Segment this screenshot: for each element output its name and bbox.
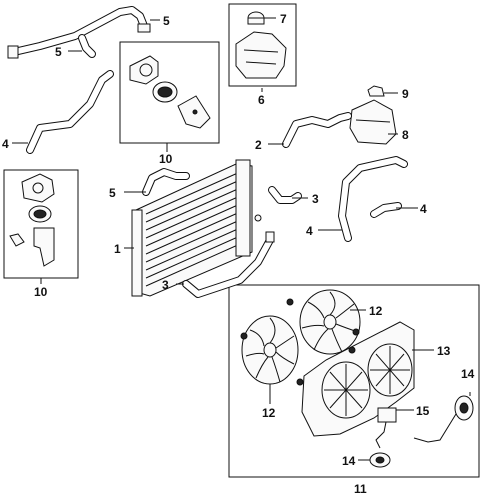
cooling-fan-icon [299, 289, 361, 355]
callout-5-left: 5 [55, 45, 62, 59]
callout-4-right: 4 [420, 202, 427, 216]
callout-4-left: 4 [2, 137, 9, 151]
callout-10-left: 10 [34, 285, 48, 299]
group-box-water-pump-top [119, 41, 220, 144]
callout-12-top: 12 [369, 304, 383, 318]
reservoir-cap-icon [367, 85, 385, 97]
coolant-hose-icon [26, 70, 114, 154]
callout-11: 11 [354, 482, 367, 496]
water-pump-icon [9, 173, 55, 267]
callout-9: 9 [402, 87, 409, 101]
callout-5-top: 5 [163, 14, 170, 28]
coolant-reservoir-icon [349, 99, 397, 145]
coolant-hose-icon [142, 168, 190, 196]
callout-5-middle: 5 [109, 186, 116, 200]
fan-motor-icon [369, 452, 391, 468]
callout-7: 7 [280, 12, 287, 26]
coolant-hose-icon [78, 34, 96, 58]
callout-6: 6 [258, 93, 265, 107]
coolant-hose-icon [338, 156, 408, 242]
callout-3-bottom: 3 [162, 278, 169, 292]
fan-motor-icon [413, 395, 474, 443]
callout-4-center: 4 [306, 224, 313, 238]
callout-1: 1 [114, 242, 121, 256]
radiator-icon [131, 159, 262, 297]
callout-14-bottom: 14 [342, 454, 356, 468]
coolant-reservoir-icon [235, 31, 287, 79]
callout-13: 13 [437, 344, 451, 358]
group-box-fan-assembly [228, 284, 480, 478]
cooling-fan-icon [241, 315, 299, 385]
callout-15: 15 [416, 404, 430, 418]
coolant-hose-icon [182, 231, 275, 298]
coolant-hose-icon [7, 6, 151, 59]
bolt-icon [240, 298, 360, 386]
callout-8: 8 [402, 128, 409, 142]
coolant-hose-icon [282, 112, 352, 148]
reservoir-cap-icon [247, 11, 265, 25]
leader-lines [12, 17, 471, 461]
group-box-reservoir [228, 3, 297, 87]
callout-12-bottom: 12 [262, 406, 276, 420]
callout-14-right: 14 [461, 367, 475, 381]
water-pump-icon [129, 55, 211, 129]
callout-10-top: 10 [159, 152, 173, 166]
callout-2: 2 [255, 138, 262, 152]
callout-3-top: 3 [312, 192, 319, 206]
resistor-icon [375, 407, 397, 449]
coolant-hose-icon [370, 202, 402, 218]
